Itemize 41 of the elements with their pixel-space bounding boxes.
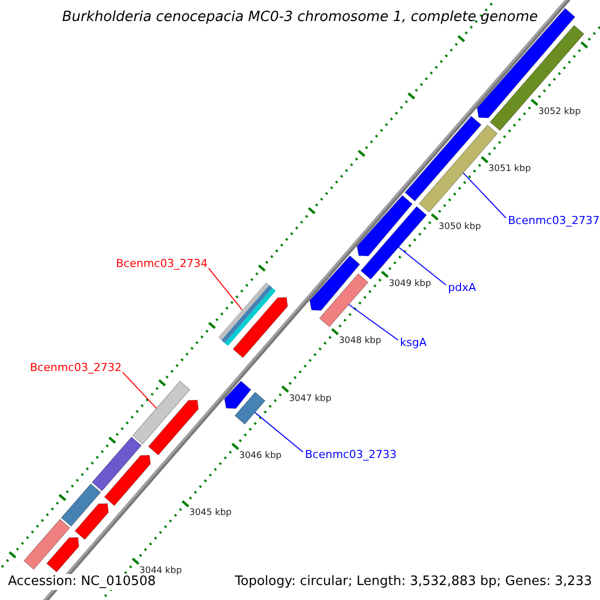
gene-bar — [92, 436, 142, 492]
gene-bar — [318, 273, 369, 328]
gene-bar — [148, 400, 199, 456]
leader-line — [208, 268, 243, 310]
genome-stats-text: Topology: circular; Length: 3,532,883 bp; Genes: 3,233 — [234, 574, 592, 590]
gene-bar — [104, 454, 151, 506]
gene-label: Bcenmc03_2732 — [30, 361, 122, 374]
scale-label: 3050 kbp — [438, 222, 481, 232]
gene-label: ksgA — [400, 336, 427, 350]
gene-label: Bcenmc03_2737 — [508, 214, 600, 228]
scale-label: 3045 kbp — [189, 508, 232, 520]
gene-label: Bcenmc03_2734 — [116, 257, 208, 270]
gene-bar — [224, 380, 252, 409]
gene-bar — [234, 392, 266, 425]
scale-label: 3049 kbp — [388, 278, 432, 290]
gene-bar — [132, 380, 190, 445]
gene-bar — [232, 297, 288, 358]
gene-bar — [60, 483, 102, 527]
leader-line — [462, 172, 506, 218]
gene-bar — [46, 537, 80, 573]
scale-label: 3047 kbp — [288, 394, 332, 404]
gene-bar — [309, 255, 360, 311]
gene-bar — [23, 518, 70, 570]
gene-label: pdxA — [448, 281, 476, 294]
gene-bar — [360, 206, 428, 280]
gene-bar — [404, 116, 482, 202]
leader-line — [348, 304, 398, 340]
gene-bar — [218, 282, 276, 346]
gene-label: Bcenmc03_2733 — [305, 448, 397, 462]
gene-bar — [74, 503, 109, 540]
leader-line — [398, 246, 446, 286]
scale-label: 3044 kbp — [139, 566, 182, 576]
gene-bar — [356, 194, 413, 256]
map-title: Burkholderia cenocepacia MC0-3 chromosome 1, complete genome — [61, 9, 539, 26]
scale-label: 3052 kbp — [538, 106, 581, 118]
scale-label: 3046 kbp — [239, 450, 282, 462]
gene-bar — [490, 24, 584, 132]
leader-line — [254, 412, 304, 452]
accession-text: Accession: NC_010508 — [8, 574, 156, 590]
scale-label: 3051 kbp — [488, 164, 531, 175]
scale-label: 3048 kbp — [338, 336, 382, 348]
